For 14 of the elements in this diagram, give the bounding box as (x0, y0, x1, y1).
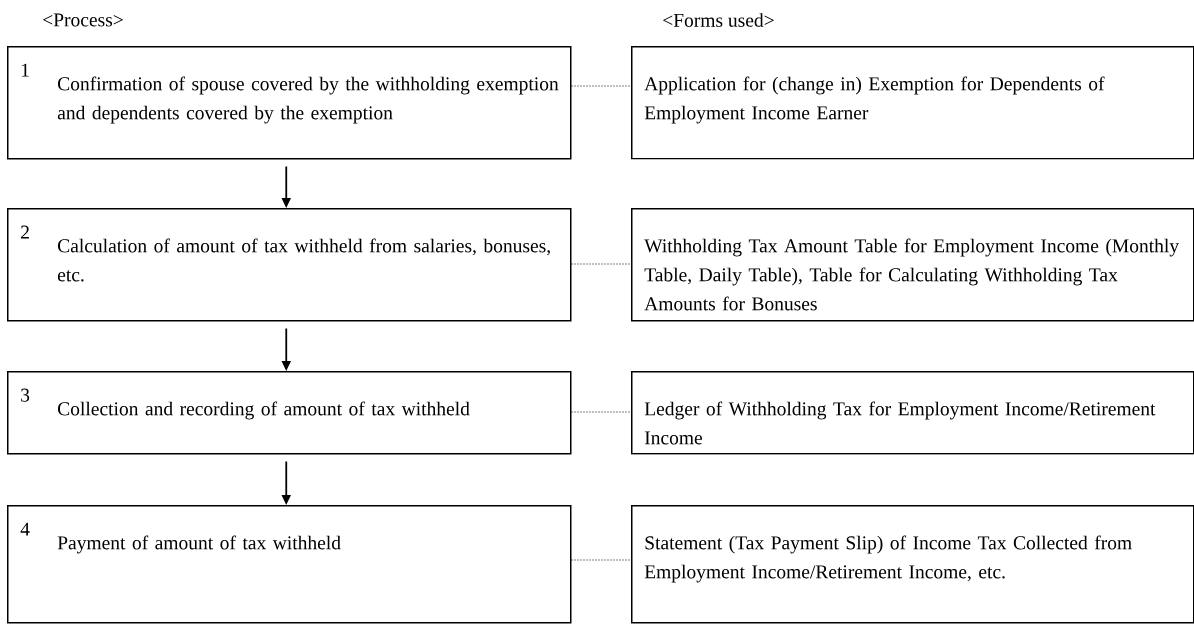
section-heading: <Process> (43, 13, 123, 27)
process-box: 2 Calculation of amount of tax withheld from salaries, bonuses, etc. (7, 208, 572, 322)
dotted-connector (571, 411, 632, 413)
process-box: 4 Payment of amount of tax withheld (7, 505, 572, 624)
form-box: Application for (change in) Exemption for Dependents of Employment Income Earner (631, 46, 1194, 160)
dotted-connector (571, 263, 632, 265)
form-box: Statement (Tax Payment Slip) of Income Tax Collected from Employment Income/Retirement Income, etc. (631, 505, 1194, 624)
form-box: Withholding Tax Amount Table for Employment Income (Monthly Table, Daily Table), Table for Calculating Withholding Tax Amounts for Bonuses (631, 208, 1194, 322)
process-box: 1 Confirmation of spouse covered by the withholding exemption and dependents covered by the exemption (7, 46, 572, 160)
process-box: 3 Collection and recording of amount of tax withheld (7, 371, 572, 455)
section-heading: <Forms used> (663, 13, 774, 27)
dotted-connector (571, 85, 632, 87)
dotted-connector (571, 559, 632, 561)
form-box: Ledger of Withholding Tax for Employment Income/Retirement Income (631, 371, 1194, 455)
